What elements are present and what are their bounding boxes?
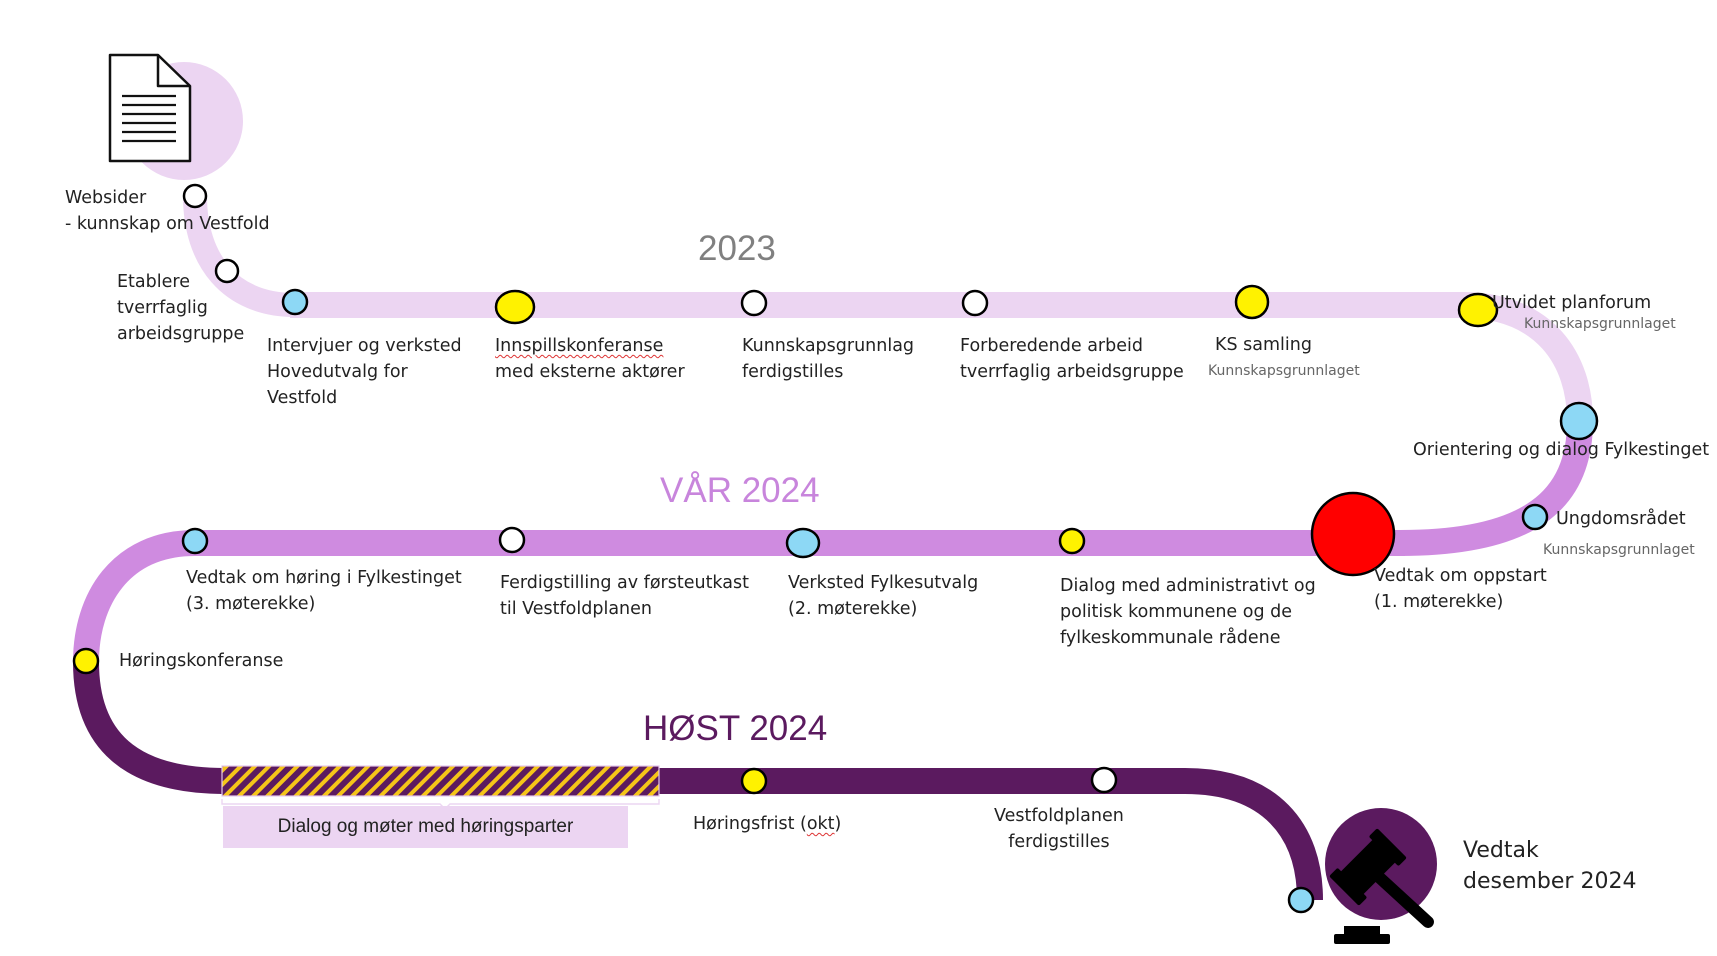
milestone-vedtak-horing-dot <box>181 527 209 555</box>
milestone-utvidet-dot <box>1457 292 1499 328</box>
milestone-forberedende-dot <box>961 289 989 317</box>
milestone-ks-samling-dot <box>1234 284 1270 320</box>
sub-ungdomsradet: Kunnskapsgrunnlaget <box>1543 542 1695 558</box>
label-vedtak-horing: Vedtak om høring i Fylkestinget(3. møter… <box>186 568 462 614</box>
milestone-kunnskap-ferdig-dot <box>740 289 768 317</box>
milestone-ungdomsradet-dot <box>1521 503 1549 531</box>
sub-ks-samling: Kunnskapsgrunnlaget <box>1208 363 1360 379</box>
milestone-horingskonferanse-dot <box>72 647 100 675</box>
year-2023-heading: 2023 <box>698 229 776 268</box>
label-websider: Websider- kunnskap om Vestfold <box>65 188 270 234</box>
milestone-websider-dot <box>182 183 208 209</box>
year-spring-2024-heading: VÅR 2024 <box>660 471 820 510</box>
year-autumn-2024-heading: HØST 2024 <box>643 709 828 748</box>
milestone-intervjuer-dot <box>281 288 309 316</box>
dialog-moter-label: Dialog og møter med høringsparter <box>223 806 628 848</box>
label-ks-samling: KS samling <box>1215 335 1312 355</box>
label-orientering: Orientering og dialog Fylkestinget <box>1413 440 1710 460</box>
sub-utvidet: Kunnskapsgrunnlaget <box>1524 316 1676 332</box>
label-verksted-fu: Verksted Fylkesutvalg(2. møterekke) <box>788 573 979 619</box>
milestone-innspill-dot <box>494 289 536 325</box>
milestone-orientering-dot <box>1559 401 1599 441</box>
document-icon <box>108 53 192 163</box>
milestone-forsteutkast-dot <box>498 526 526 554</box>
label-utvidet: Utvidet planforum <box>1492 293 1652 313</box>
label-horingskonferanse: Høringskonferanse <box>119 651 284 671</box>
milestone-vestfoldplanen-dot <box>1090 766 1118 794</box>
milestone-horingsfrist-dot <box>740 767 768 795</box>
label-horingsfrist: Høringsfrist (okt) <box>693 814 842 834</box>
track-autumn-curve-start <box>73 661 226 794</box>
label-ungdomsradet: Ungdomsrådet <box>1556 509 1686 529</box>
milestone-verksted-fu-dot <box>785 527 821 559</box>
dialog-period-bar <box>221 765 660 797</box>
track-spring-curve <box>73 530 196 663</box>
milestone-vedtak-oppstart-dot <box>1310 491 1396 577</box>
gavel-icon <box>1329 828 1434 944</box>
milestone-dialog-kommunene-dot <box>1058 527 1086 555</box>
label-vedtak-oppstart: Vedtak om oppstart(1. møterekke) <box>1374 566 1547 612</box>
milestone-end-dot <box>1287 886 1315 914</box>
track-autumn-curve-end <box>1184 768 1323 901</box>
milestone-etablere-dot <box>214 258 240 284</box>
